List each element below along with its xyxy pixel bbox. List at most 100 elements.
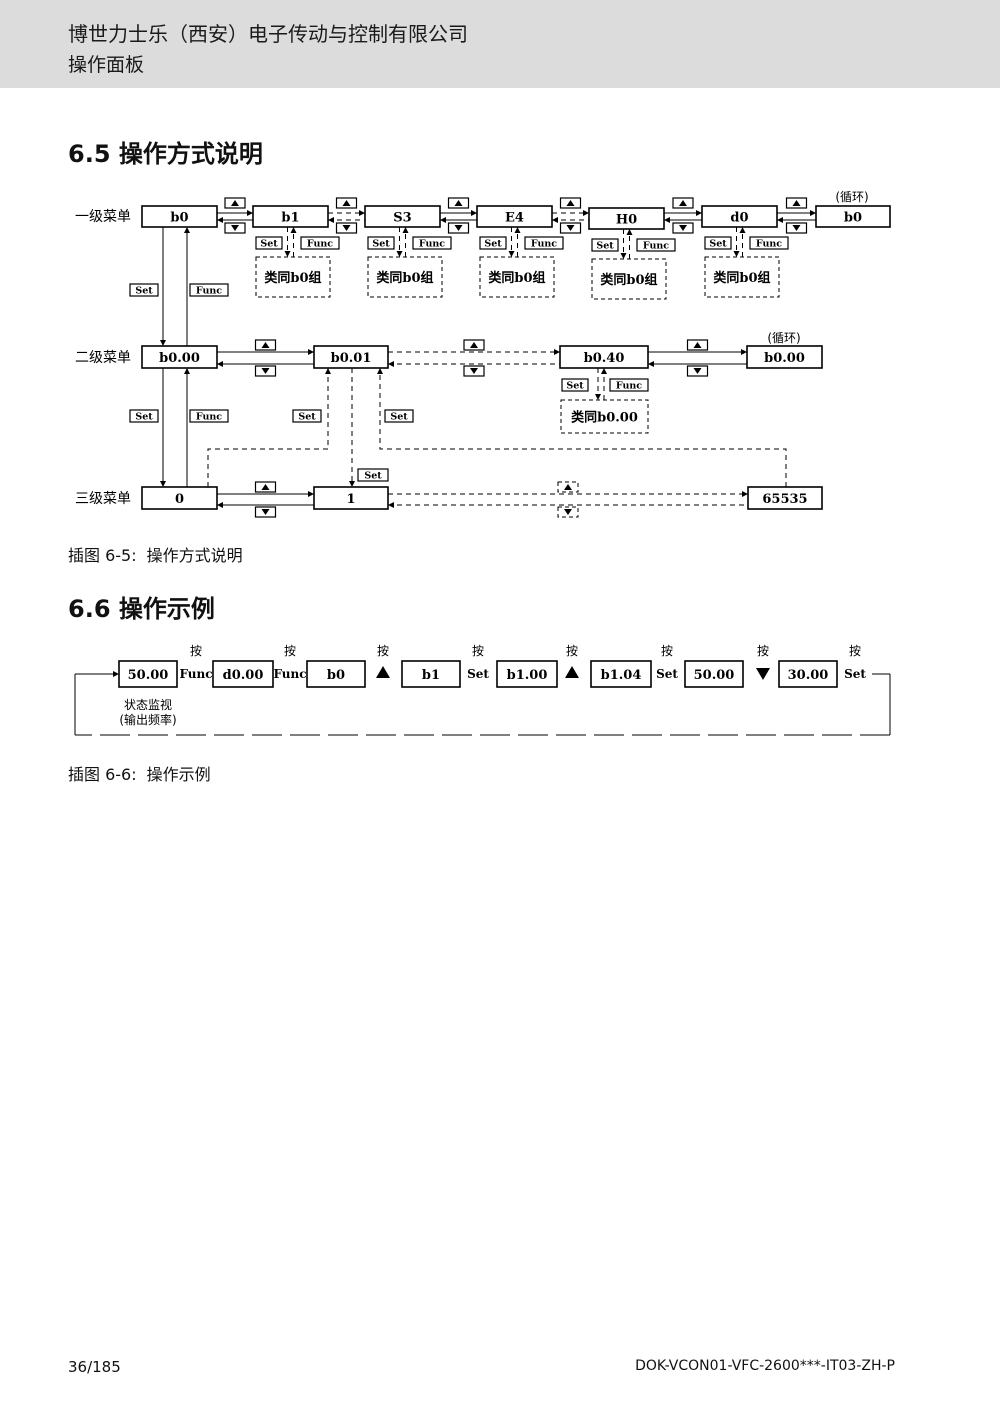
level1-down-key-6-triangle <box>792 225 801 231</box>
level1-box-1-label: b0 <box>170 211 188 226</box>
level1-set-key-6 <box>704 236 732 250</box>
l2-l3-func-key-label: Func <box>196 412 222 423</box>
level1-sub-up-arrow-5 <box>626 229 633 235</box>
level3-arrow-back-2 <box>388 502 394 508</box>
return-path-0 <box>207 374 329 487</box>
level2-loop-label: (循环) <box>767 331 800 345</box>
figure-caption-6-5: 插图 6-5:操作方式说明 <box>68 542 243 566</box>
level3-up-key-2-triangle <box>564 484 572 490</box>
section-title-6-6: 6.6 操作示例 <box>68 595 215 623</box>
example-display-3 <box>306 660 366 688</box>
level1-up-key-3-triangle <box>454 200 463 206</box>
level1-down-key-4-triangle <box>566 225 575 231</box>
level2-similar-box-label: 类同b0.00 <box>571 410 638 426</box>
level3-box-1-label: 0 <box>175 492 184 507</box>
level1-similar-box-6 <box>704 256 780 298</box>
level1-arrow-back-1 <box>217 217 223 223</box>
level1-arrow-back-2 <box>328 217 334 223</box>
example-press-5: 按 <box>566 644 578 658</box>
level1-arrow-back-4 <box>552 217 558 223</box>
level1-similar-box-5 <box>591 258 667 300</box>
level3-box-2-label: 1 <box>346 492 355 507</box>
level1-similar-box-4 <box>479 256 555 298</box>
level1-func-key-5 <box>636 238 676 252</box>
level1-label: 一级菜单 <box>75 209 131 225</box>
level1-set-key-4 <box>479 236 507 250</box>
example-up-key-5 <box>565 666 579 678</box>
level3-arrow-fwd-1 <box>308 491 314 497</box>
level1-box-3 <box>364 205 441 228</box>
level1-set-key-2 <box>255 236 283 250</box>
example-display-8-label: 30.00 <box>788 668 829 683</box>
level1-func-key-5-label: Func <box>643 241 669 252</box>
level1-box-2-label: b1 <box>281 211 299 226</box>
level1-box-2 <box>252 205 329 228</box>
level1-sub-down-arrow-5 <box>620 253 627 259</box>
level2-box-2 <box>313 345 389 369</box>
level2-down-key-2-triangle <box>470 368 478 374</box>
level1-func-key-6-label: Func <box>756 239 782 250</box>
level1-box-5 <box>588 207 665 230</box>
level1-similar-box-5-label: 类同b0组 <box>600 272 657 288</box>
example-key-4: Set <box>467 667 489 681</box>
level1-func-key-2 <box>300 236 340 250</box>
page-number: 36/185 <box>68 1358 121 1376</box>
example-press-4: 按 <box>472 644 484 658</box>
level2-arrow-back-1 <box>217 361 223 367</box>
example-display-1-label: 50.00 <box>128 668 169 683</box>
section-title-6-5: 6.5 操作方式说明 <box>68 140 263 168</box>
level1-similar-box-2-label: 类同b0组 <box>264 270 321 286</box>
level2-box-4 <box>746 345 823 369</box>
l2-l3-set-key <box>129 409 159 423</box>
level1-box-4 <box>476 205 553 228</box>
level1-sub-down-arrow-4 <box>508 251 515 257</box>
level2-box-2-label: b0.01 <box>331 351 372 366</box>
level2-sub-up-arrow <box>601 368 607 374</box>
example-key-6: Set <box>656 667 678 681</box>
example-up-key-3 <box>376 666 390 678</box>
level1-down-key-2-triangle <box>342 225 351 231</box>
level2-up-key-3-triangle <box>693 342 702 348</box>
level1-similar-box-3 <box>367 256 443 298</box>
level1-sub-up-arrow-3 <box>402 227 409 233</box>
caption-label: 插图 6-6: <box>68 765 137 784</box>
level1-set-key-2-label: Set <box>260 239 278 250</box>
level3-box-3 <box>747 486 823 510</box>
level2-arrow-fwd-1 <box>308 349 314 355</box>
l2-l3-up-arrow <box>184 368 190 374</box>
level2-box-1 <box>141 345 218 369</box>
level2-box-3-label: b0.40 <box>584 351 625 366</box>
level1-similar-box-3-label: 类同b0组 <box>376 270 433 286</box>
level1-set-key-5 <box>591 238 619 252</box>
level1-box-4-label: E4 <box>505 211 524 226</box>
level1-up-key-6-triangle <box>792 200 801 206</box>
level1-func-key-3 <box>412 236 452 250</box>
example-display-4 <box>401 660 461 688</box>
level1-up-key-4-triangle <box>566 200 575 206</box>
return-path-0-set-key <box>292 409 322 423</box>
level2-label: 二级菜单 <box>75 350 131 366</box>
level3-box-1 <box>141 486 218 510</box>
example-display-7 <box>684 660 744 688</box>
example-display-6 <box>590 660 652 688</box>
return-path-65535-arrow <box>377 368 383 374</box>
company-name: 博世力士乐（西安）电子传动与控制有限公司 <box>68 22 468 46</box>
level1-box-6-label: d0 <box>730 211 748 226</box>
example-press-8: 按 <box>849 644 861 658</box>
level1-box-7-label: b0 <box>844 211 862 226</box>
level1-set-key-3-label: Set <box>372 239 390 250</box>
level1-sub-up-arrow-4 <box>514 227 521 233</box>
level1-down-key-5-triangle <box>679 225 687 231</box>
level3-box-3-label: 65535 <box>762 492 807 507</box>
level3-box-2 <box>313 486 389 510</box>
level1-set-key-5-label: Set <box>596 241 614 252</box>
level1-similar-box-6-label: 类同b0组 <box>713 270 770 286</box>
l2-l3-func-key <box>189 409 229 423</box>
level1-sub-up-arrow-6 <box>739 227 746 233</box>
example-display-5-label: b1.00 <box>507 668 548 683</box>
example-display-8 <box>778 660 838 688</box>
l1-l2-up-arrow <box>184 227 190 233</box>
caption-text: 操作示例 <box>146 765 211 784</box>
level2-arrow-fwd-3 <box>741 349 747 355</box>
